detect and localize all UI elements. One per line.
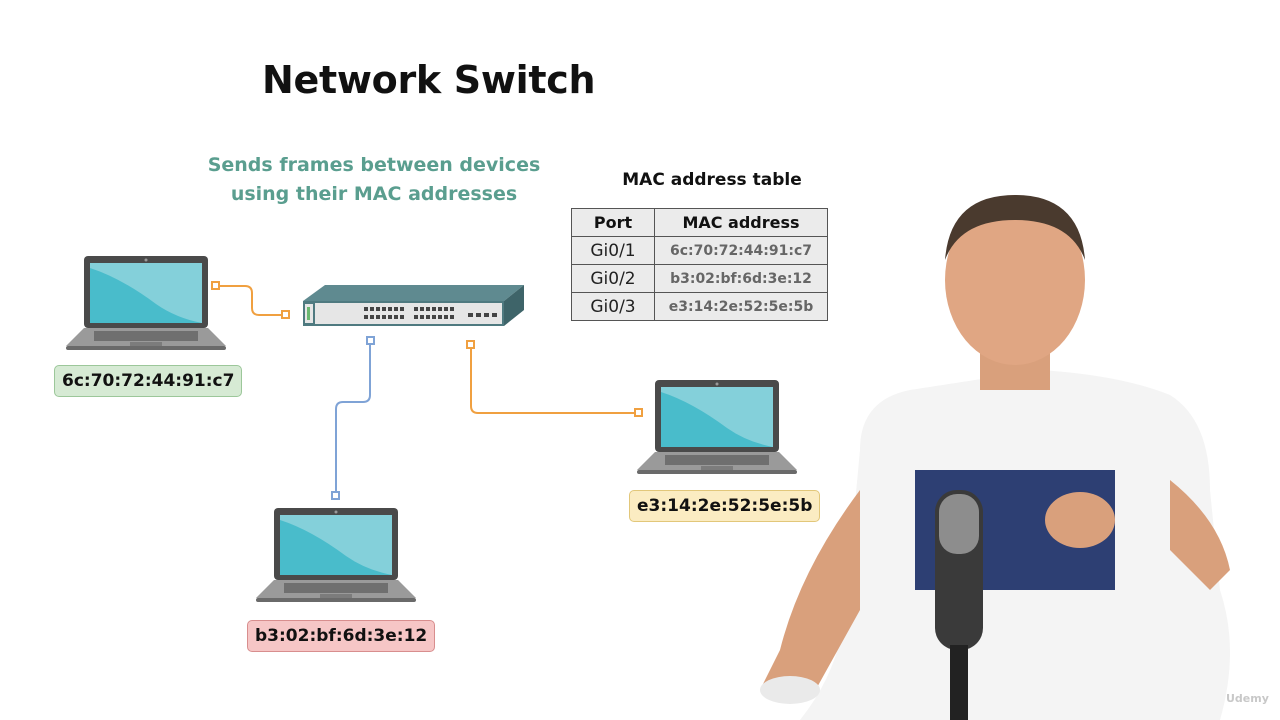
column-header-port: Port: [571, 208, 655, 237]
cell-port: Gi0/2: [571, 264, 655, 293]
mac-label-laptop-2: b3:02:bf:6d:3e:12: [247, 620, 436, 652]
mac-label-laptop-3: e3:14:2e:52:5e:5b: [629, 490, 821, 522]
mac-table-title: MAC address table: [622, 170, 802, 190]
table-row: Gi0/3 e3:14:2e:52:5e:5b: [571, 292, 828, 321]
presenter-video: [760, 195, 1230, 720]
mac-address-table: Port MAC address Gi0/1 6c:70:72:44:91:c7…: [571, 208, 828, 321]
mac-label-laptop-1: 6c:70:72:44:91:c7: [54, 365, 243, 397]
laptop-2-icon: [256, 508, 416, 602]
table-header-row: Port MAC address: [571, 208, 828, 237]
table-row: Gi0/1 6c:70:72:44:91:c7: [571, 236, 828, 265]
subtitle-line-1: Sends frames between devices: [207, 154, 541, 176]
cell-mac: e3:14:2e:52:5e:5b: [654, 292, 828, 321]
laptop-1-icon: [66, 256, 226, 350]
network-switch-icon: [303, 285, 524, 326]
cell-mac: b3:02:bf:6d:3e:12: [654, 264, 828, 293]
table-row: Gi0/2 b3:02:bf:6d:3e:12: [571, 264, 828, 293]
subtitle-line-2: using their MAC addresses: [230, 183, 518, 205]
cable-laptop-2: [331, 336, 375, 500]
udemy-watermark: Udemy: [1226, 692, 1269, 705]
cell-port: Gi0/3: [571, 292, 655, 321]
slide-title: Network Switch: [262, 58, 596, 102]
slide-subtitle: Sends frames between devices using their…: [196, 151, 552, 209]
cable-laptop-1: [211, 281, 290, 319]
cell-port: Gi0/1: [571, 236, 655, 265]
cable-laptop-3: [466, 340, 643, 417]
column-header-mac: MAC address: [654, 208, 828, 237]
cell-mac: 6c:70:72:44:91:c7: [654, 236, 828, 265]
